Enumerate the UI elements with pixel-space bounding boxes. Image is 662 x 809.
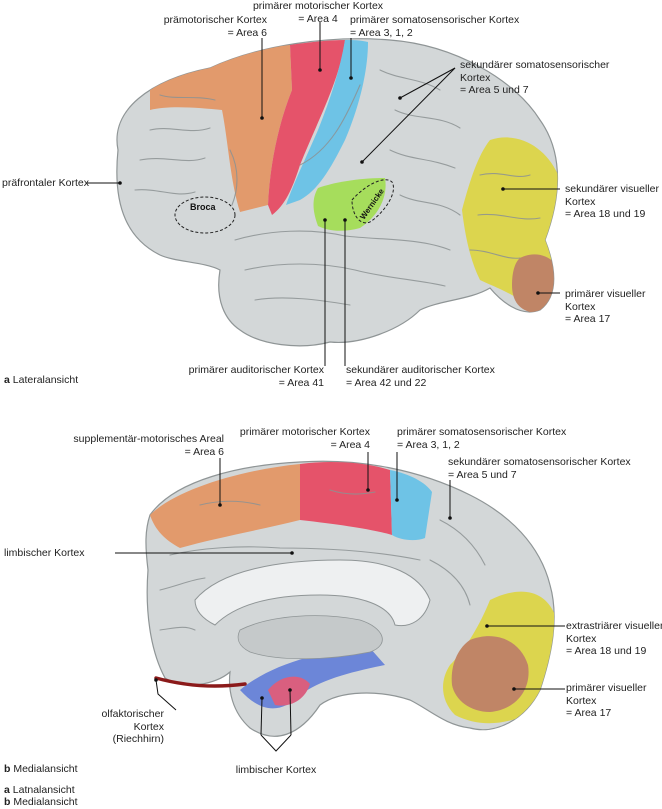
medial-brain — [145, 460, 555, 737]
label-extrastriate-visual: extrastriärer visueller Kortex = Area 18… — [566, 620, 662, 657]
label-primary-somatosensory-lateral: primärer somatosensorischer Kortex = Are… — [350, 14, 520, 39]
leader-lines — [86, 22, 565, 752]
leader-dots — [118, 68, 540, 700]
label-secondary-somatosensory-medial: sekundärer somatosensorischer Kortex = A… — [448, 456, 631, 481]
caption-medial: b Medialansicht — [4, 763, 78, 775]
label-olfactory: olfaktorischer Kortex (Riechhirn) — [101, 708, 164, 745]
label-primary-visual-lateral: primärer visueller Kortex = Area 17 — [565, 288, 646, 325]
broca-area-outline — [174, 196, 236, 234]
medial-primary-visual-region — [451, 636, 529, 712]
medial-motor-region — [300, 462, 392, 535]
medial-somatosensory-region — [390, 470, 432, 541]
label-premotor: prämotorischer Kortex = Area 6 — [163, 14, 267, 39]
label-primary-visual-medial: primärer visueller Kortex = Area 17 — [566, 682, 647, 719]
label-secondary-auditory: sekundärer auditorischer Kortex = Area 4… — [346, 364, 495, 389]
corpus-callosum — [194, 559, 431, 627]
label-primary-auditory: primärer auditorischer Kortex = Area 41 — [188, 364, 324, 389]
label-limbic-upper: limbischer Kortex — [4, 547, 85, 559]
footer-line-a: a Latnalansicht — [4, 784, 75, 796]
label-secondary-visual: sekundärer visueller Kortex = Area 18 un… — [565, 183, 659, 220]
label-primary-motor-medial: primärer motorischer Kortex = Area 4 — [239, 426, 370, 451]
thalamus-region — [237, 615, 383, 660]
label-primary-motor-lateral: primärer motorischer Kortex = Area 4 — [252, 0, 384, 25]
broca-label: Broca — [190, 202, 217, 212]
somatosensory-region — [286, 40, 368, 205]
supplementary-motor-region — [150, 464, 300, 548]
auditory-region — [313, 178, 386, 231]
olfactory-tract — [154, 676, 247, 688]
label-prefrontal: präfrontaler Kortex — [2, 177, 89, 189]
primary-motor-region — [268, 40, 345, 215]
label-supplementary-motor: supplementär-motorisches Areal = Area 6 — [73, 433, 224, 458]
lateral-brain: Broca Wernicke — [116, 38, 559, 347]
label-primary-somatosensory-medial: primärer somatosensorischer Kortex = Are… — [397, 426, 567, 451]
wernicke-area-outline — [351, 179, 394, 224]
medial-gyri-lines — [159, 489, 486, 631]
primary-visual-region — [512, 254, 558, 313]
caption-lateral: a Lateralansicht — [4, 374, 79, 386]
premotor-region — [150, 45, 292, 212]
label-limbic-lower: limbischer Kortex — [235, 764, 317, 776]
footer-line-b: b Medialansicht — [4, 796, 78, 808]
label-secondary-somatosensory-lateral: sekundärer somatosensorischer Kortex = A… — [460, 59, 610, 96]
lateral-gyri-lines — [134, 69, 541, 306]
